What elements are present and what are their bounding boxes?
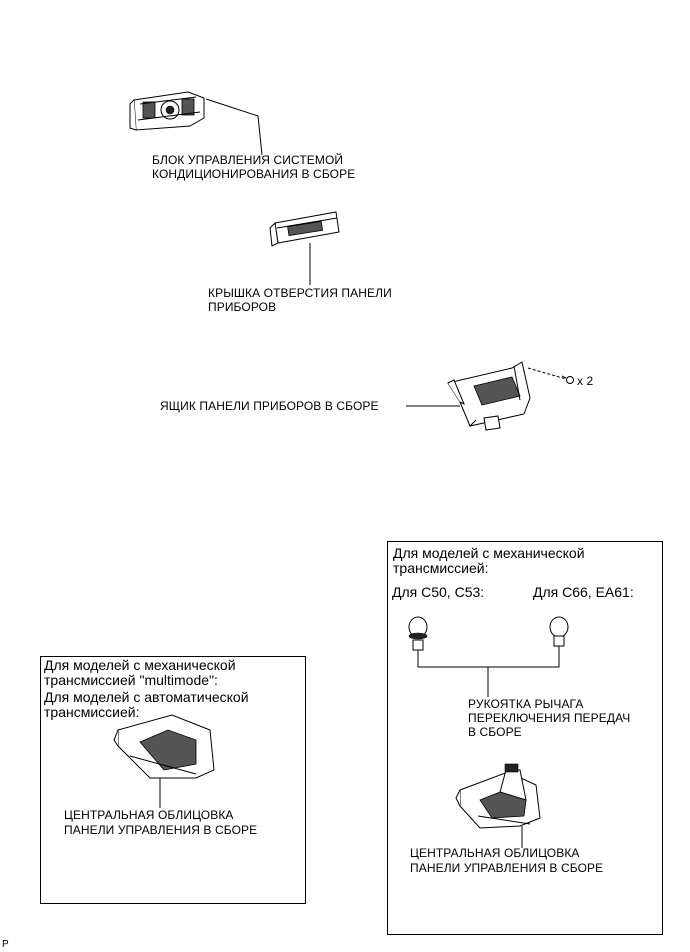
ac-control-label-line1: БЛОК УПРАВЛЕНИЯ СИСТЕМОЙ	[152, 153, 344, 167]
screw-dashed-leader	[527, 367, 567, 380]
right-box-header-line2: трансмиссией:	[393, 560, 489, 576]
knob-label-line3: В СБОРЕ	[468, 725, 522, 739]
knob-label-line1: РУКОЯТКА РЫЧАГА	[468, 697, 584, 711]
variant-c50-label: Для C50, C53:	[392, 584, 485, 600]
hole-cover-label-line2: ПРИБОРОВ	[208, 300, 277, 314]
footer-mark: P	[2, 939, 9, 950]
screw-quantity: x 2	[577, 374, 594, 388]
knob-label-line2: ПЕРЕКЛЮЧЕНИЯ ПЕРЕДАЧ	[468, 711, 631, 725]
hole-cover-drawing	[269, 211, 340, 247]
right-box-header-line1: Для моделей с механической	[393, 545, 585, 561]
right-panel-label-line2: ПАНЕЛИ УПРАВЛЕНИЯ В СБОРЕ	[410, 861, 604, 875]
left-variant-box	[40, 656, 306, 904]
ac-control-leader	[205, 98, 263, 156]
right-console-boot-drawing	[455, 763, 541, 829]
box-assembly-label: ЯЩИК ПАНЕЛИ ПРИБОРОВ В СБОРЕ	[160, 399, 379, 413]
hole-cover-label-line1: КРЫШКА ОТВЕРСТИЯ ПАНЕЛИ	[208, 286, 392, 300]
left-panel-label-line2: ПАНЕЛИ УПРАВЛЕНИЯ В СБОРЕ	[64, 823, 258, 837]
box-assembly-drawing	[447, 361, 531, 431]
ac-control-label-line2: КОНДИЦИОНИРОВАНИЯ В СБОРЕ	[152, 167, 356, 181]
knob-c66-icon	[549, 616, 569, 647]
knob-c50-icon	[408, 616, 428, 651]
left-box-header-line4: трансмиссией:	[44, 704, 140, 720]
screw-icon	[561, 375, 574, 384]
left-box-header-line1: Для моделей с механической	[44, 657, 236, 673]
variant-c66-label: Для C66, EA61:	[533, 584, 634, 600]
right-variant-box	[387, 541, 663, 935]
left-panel-label-line1: ЦЕНТРАЛЬНАЯ ОБЛИЦОВКА	[64, 808, 234, 822]
left-box-header-line2: трансмиссией "multimode":	[44, 672, 218, 688]
left-box-header-line3: Для моделей с автоматической	[44, 689, 249, 705]
ac-control-unit-drawing	[129, 91, 205, 131]
left-console-panel-drawing	[113, 714, 215, 779]
right-panel-label-line1: ЦЕНТРАЛЬНАЯ ОБЛИЦОВКА	[410, 846, 580, 860]
